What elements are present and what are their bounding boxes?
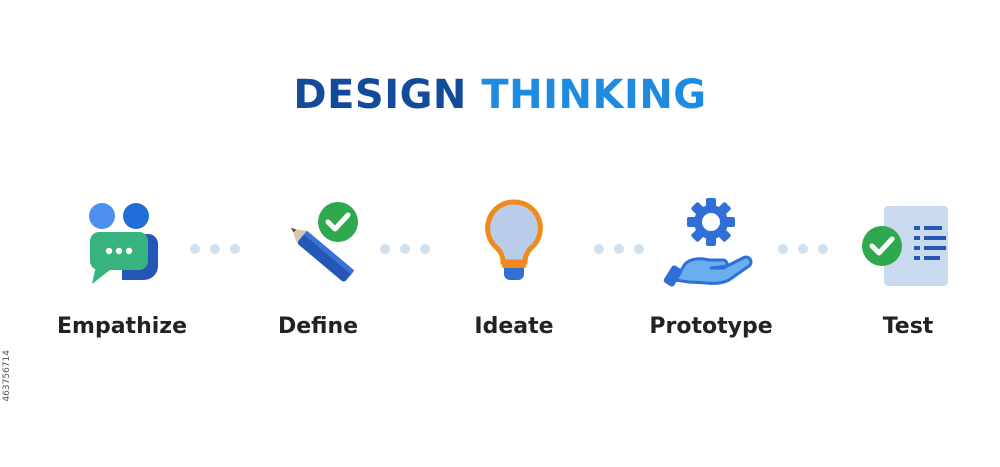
side-id-text: 463756714 <box>2 350 12 402</box>
title-part-thinking: THINKING <box>481 72 707 118</box>
step-label-prototype: Prototype <box>649 314 773 339</box>
step-label-ideate: Ideate <box>474 314 554 339</box>
step-label-test: Test <box>882 314 934 339</box>
step-ideate: Ideate <box>434 196 594 339</box>
title-part-design: DESIGN <box>293 72 467 118</box>
step-test: Test <box>828 196 988 339</box>
connector-dots-3 <box>594 244 650 256</box>
connector-dots-1 <box>190 244 246 256</box>
step-prototype: Prototype <box>631 196 791 339</box>
checklist-document-icon <box>862 206 948 286</box>
empathize-chat-people-icon <box>89 203 158 284</box>
diagram-title: DESIGN THINKING <box>0 72 1000 118</box>
gear-hand-icon <box>663 198 753 287</box>
connector-dots-2 <box>380 244 436 256</box>
step-define: Define <box>238 196 398 339</box>
step-label-define: Define <box>277 314 359 339</box>
step-empathize: Empathize <box>42 196 202 339</box>
step-label-empathize: Empathize <box>57 314 187 339</box>
connector-dots-4 <box>778 244 834 256</box>
lightbulb-icon <box>485 199 543 280</box>
pencil-check-icon <box>290 202 358 282</box>
